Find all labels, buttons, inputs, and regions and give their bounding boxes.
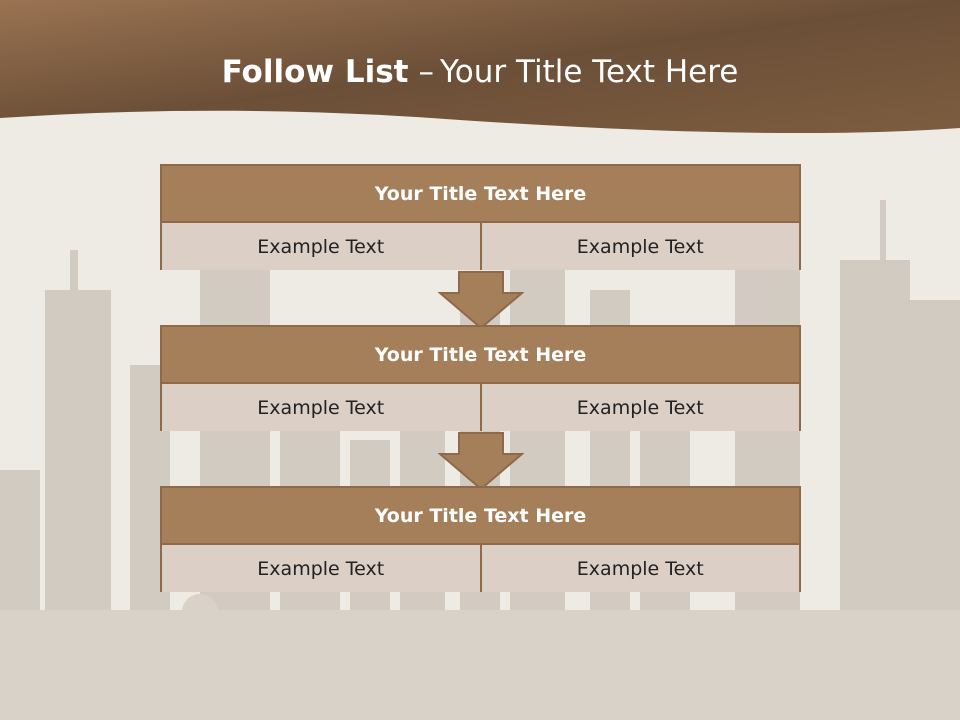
list-block-1: Your Title Text Here Example Text Exampl… xyxy=(160,164,801,270)
block-cell-right: Example Text xyxy=(479,384,799,431)
down-arrow-icon xyxy=(438,271,524,329)
slide-title: Follow List–Your Title Text Here xyxy=(0,54,960,90)
block-cell-left: Example Text xyxy=(162,223,480,270)
list-block-2: Your Title Text Here Example Text Exampl… xyxy=(160,325,801,431)
block-cell-left: Example Text xyxy=(162,384,480,431)
list-block-3: Your Title Text Here Example Text Exampl… xyxy=(160,486,801,592)
block-cell-right: Example Text xyxy=(479,545,799,592)
title-banner xyxy=(0,0,960,134)
block-cell-right: Example Text xyxy=(479,223,799,270)
block-cell-left: Example Text xyxy=(162,545,480,592)
block-row: Example Text Example Text xyxy=(162,223,799,270)
block-title: Your Title Text Here xyxy=(162,166,799,223)
block-row: Example Text Example Text xyxy=(162,545,799,592)
slide-title-bold: Follow List xyxy=(221,54,409,90)
down-arrow-icon xyxy=(438,432,524,490)
block-row: Example Text Example Text xyxy=(162,384,799,431)
block-title: Your Title Text Here xyxy=(162,327,799,384)
slide-title-dash: – xyxy=(418,54,434,90)
slide-title-rest: Your Title Text Here xyxy=(439,54,739,90)
block-title: Your Title Text Here xyxy=(162,488,799,545)
